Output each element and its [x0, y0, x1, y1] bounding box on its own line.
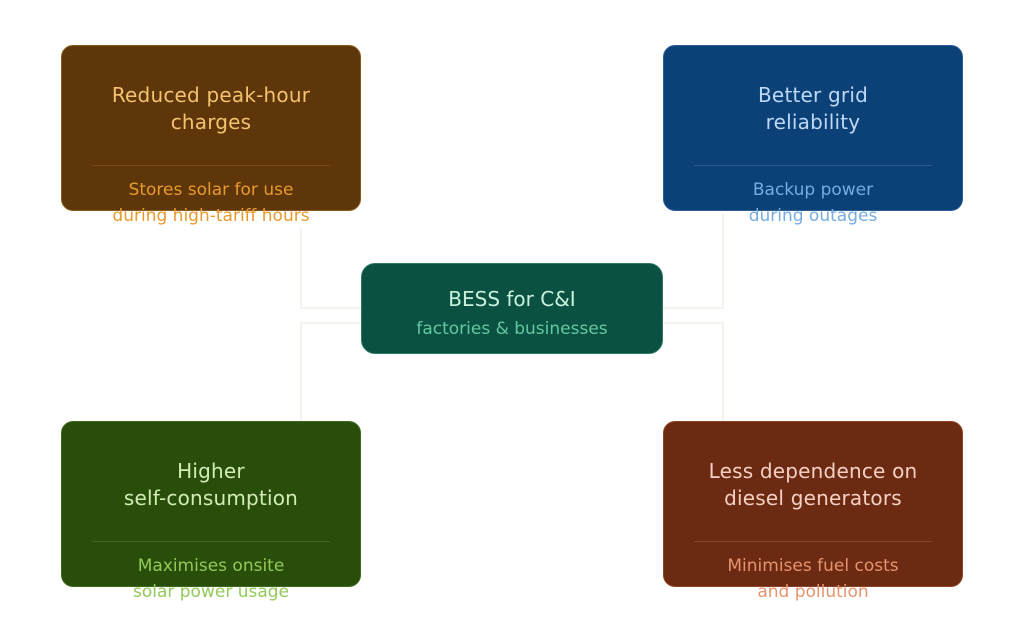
connector-bottom-left [300, 322, 361, 421]
card-description: Minimises fuel costs and pollution [727, 556, 899, 602]
card-title: Less dependence on diesel generators [708, 459, 918, 510]
card-divider [92, 541, 330, 542]
card-description: Backup power during outages [748, 180, 878, 226]
benefit-card-diesel-generators: Less dependence on diesel generators Min… [663, 421, 963, 602]
card-description: Maximises onsite solar power usage [132, 556, 290, 602]
card-description: Stores solar for use during high-tariff … [112, 180, 310, 226]
connector-bottom-right [663, 322, 724, 421]
card-title: Higher self-consumption [123, 459, 299, 510]
center-node: BESS for C&I factories & businesses [361, 263, 663, 354]
benefit-card-grid-reliability: Better grid reliability Backup power dur… [663, 45, 963, 226]
benefit-card-peak-charges: Reduced peak-hour charges Stores solar f… [61, 45, 361, 226]
connector-top-left [300, 228, 361, 309]
card-divider [694, 541, 932, 542]
benefit-card-self-consumption: Higher self-consumption Maximises onsite… [61, 421, 361, 602]
card-divider [92, 165, 330, 166]
card-title: Reduced peak-hour charges [111, 83, 311, 134]
card-divider [694, 165, 932, 166]
card-title: Better grid reliability [758, 83, 868, 134]
center-title: BESS for C&I [448, 287, 576, 311]
center-subtitle: factories & businesses [416, 319, 608, 339]
